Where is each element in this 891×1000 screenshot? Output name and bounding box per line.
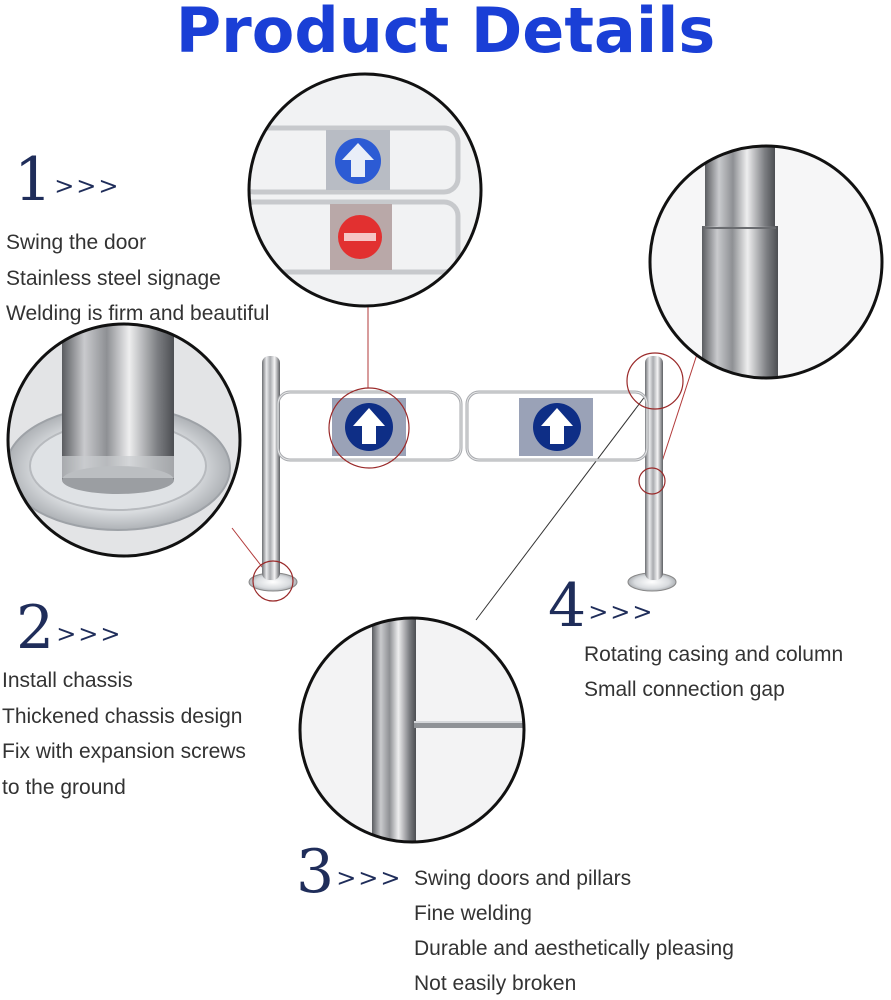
turnstile-gate [248, 356, 677, 592]
section-2-line-3: Fix with expansion screws [2, 740, 246, 763]
section-2-line-4: to the ground [2, 776, 126, 799]
section-3-line-1: Swing doors and pillars [414, 867, 632, 890]
section-2-number: 2>>> [16, 593, 123, 663]
section-2-line-2: Thickened chassis design [2, 705, 243, 728]
section-4-number: 4>>> [548, 571, 655, 641]
section-4-line-1: Rotating casing and column [584, 643, 844, 666]
page-title: Product Details [175, 0, 716, 67]
casing-detail [648, 144, 884, 380]
chassis-detail [6, 322, 242, 558]
section-3-line-4: Not easily broken [414, 972, 577, 995]
section-2-line-1: Install chassis [2, 669, 133, 692]
callout-lines [231, 305, 701, 573]
pillar-detail [298, 616, 526, 844]
section-3-number: 3>>> [296, 837, 403, 907]
section-1-line-1: Swing the door [6, 231, 147, 254]
section-1-number: 1>>> [14, 145, 121, 215]
section-1-line-3: Welding is firm and beautiful [6, 302, 270, 325]
section-3-line-2: Fine welding [414, 902, 532, 925]
section-3-line-3: Durable and aesthetically pleasing [414, 937, 734, 960]
section-4-line-2: Small connection gap [584, 678, 785, 701]
signage-detail [247, 72, 483, 308]
section-1-line-2: Stainless steel signage [6, 267, 221, 290]
